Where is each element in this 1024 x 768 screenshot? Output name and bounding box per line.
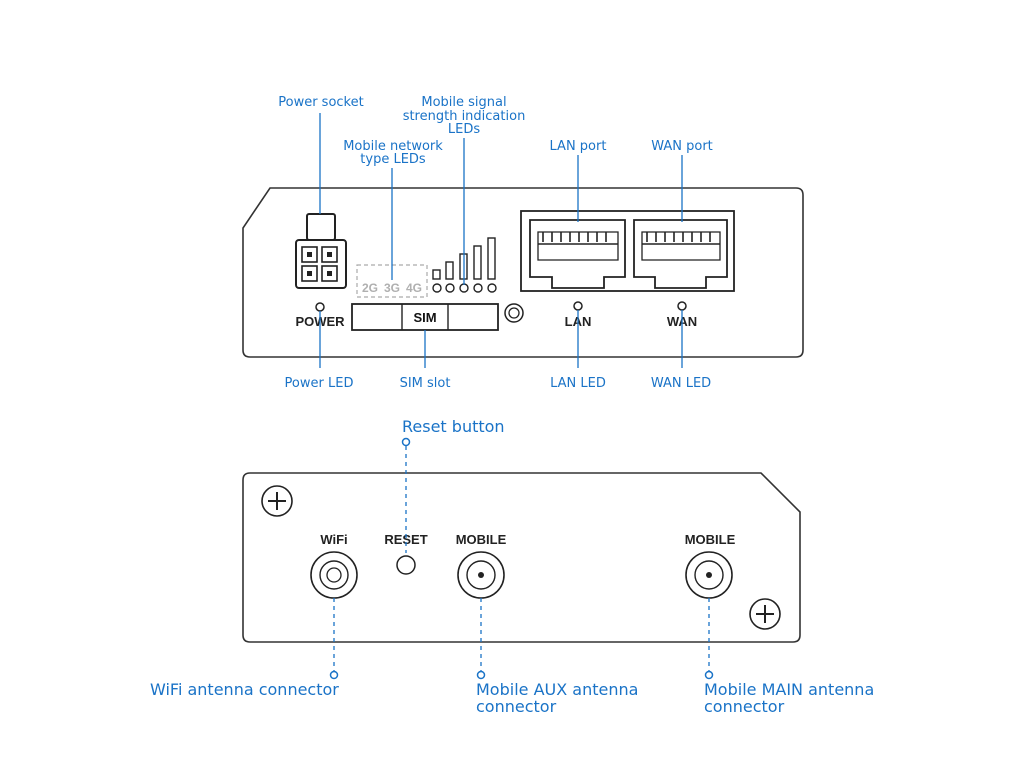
mobile-main-callout-line2: connector — [704, 697, 785, 716]
mobile-main-antenna-connector — [685, 551, 733, 599]
wan-port — [633, 219, 728, 289]
back-callout-lines — [329, 437, 714, 680]
sim-label: SIM — [413, 310, 436, 325]
led-3g-label: 3G — [384, 281, 400, 295]
power-led — [315, 302, 325, 312]
power-socket-callout: Power socket — [278, 95, 363, 110]
led-4g-label: 4G — [406, 281, 422, 295]
mobile-network-callout-line2: type LEDs — [360, 152, 426, 167]
wan-led-callout: WAN LED — [651, 376, 711, 391]
mobile-main-label: MOBILE — [685, 532, 736, 547]
back-panel: WiFi RESET MOBILE MOBILE — [242, 472, 801, 643]
power-led-callout: Power LED — [285, 376, 354, 391]
screw-bottom-right — [749, 598, 781, 630]
reset-label: RESET — [384, 532, 427, 547]
mobile-signal-callout-line3: LEDs — [448, 122, 480, 137]
wifi-label: WiFi — [320, 532, 347, 547]
wifi-antenna-callout: WiFi antenna connector — [150, 680, 339, 699]
led-2g-label: 2G — [362, 281, 378, 295]
screw-top-left — [261, 485, 293, 517]
mobile-signal-callout-line1: Mobile signal — [421, 95, 506, 110]
front-panel: POWER 2G 3G 4G SIM — [242, 187, 804, 358]
wifi-antenna-connector — [310, 551, 358, 599]
wan-port-callout: WAN port — [651, 139, 713, 154]
sim-slot-callout: SIM slot — [400, 376, 451, 391]
power-socket — [295, 213, 347, 289]
lan-port-callout: LAN port — [550, 139, 607, 154]
mobile-main-callout-line1: Mobile MAIN antenna — [704, 680, 874, 699]
mobile-signal-callout-line2: strength indication — [403, 109, 526, 124]
reset-button — [396, 555, 416, 575]
mobile-aux-callout-line2: connector — [476, 697, 557, 716]
lan-port — [529, 219, 626, 289]
front-callout-lines — [319, 113, 683, 368]
sim-slot: SIM — [351, 303, 499, 331]
lan-led — [573, 301, 583, 311]
wan-led — [677, 301, 687, 311]
back-panel-body — [242, 472, 801, 643]
mobile-network-callout-line1: Mobile network — [343, 139, 443, 154]
mobile-aux-antenna-connector — [457, 551, 505, 599]
sim-eject-hole — [504, 303, 524, 323]
mobile-aux-label: MOBILE — [456, 532, 507, 547]
reset-button-callout: Reset button — [402, 417, 505, 436]
lan-led-callout: LAN LED — [550, 376, 606, 391]
mobile-aux-callout-line1: Mobile AUX antenna — [476, 680, 638, 699]
